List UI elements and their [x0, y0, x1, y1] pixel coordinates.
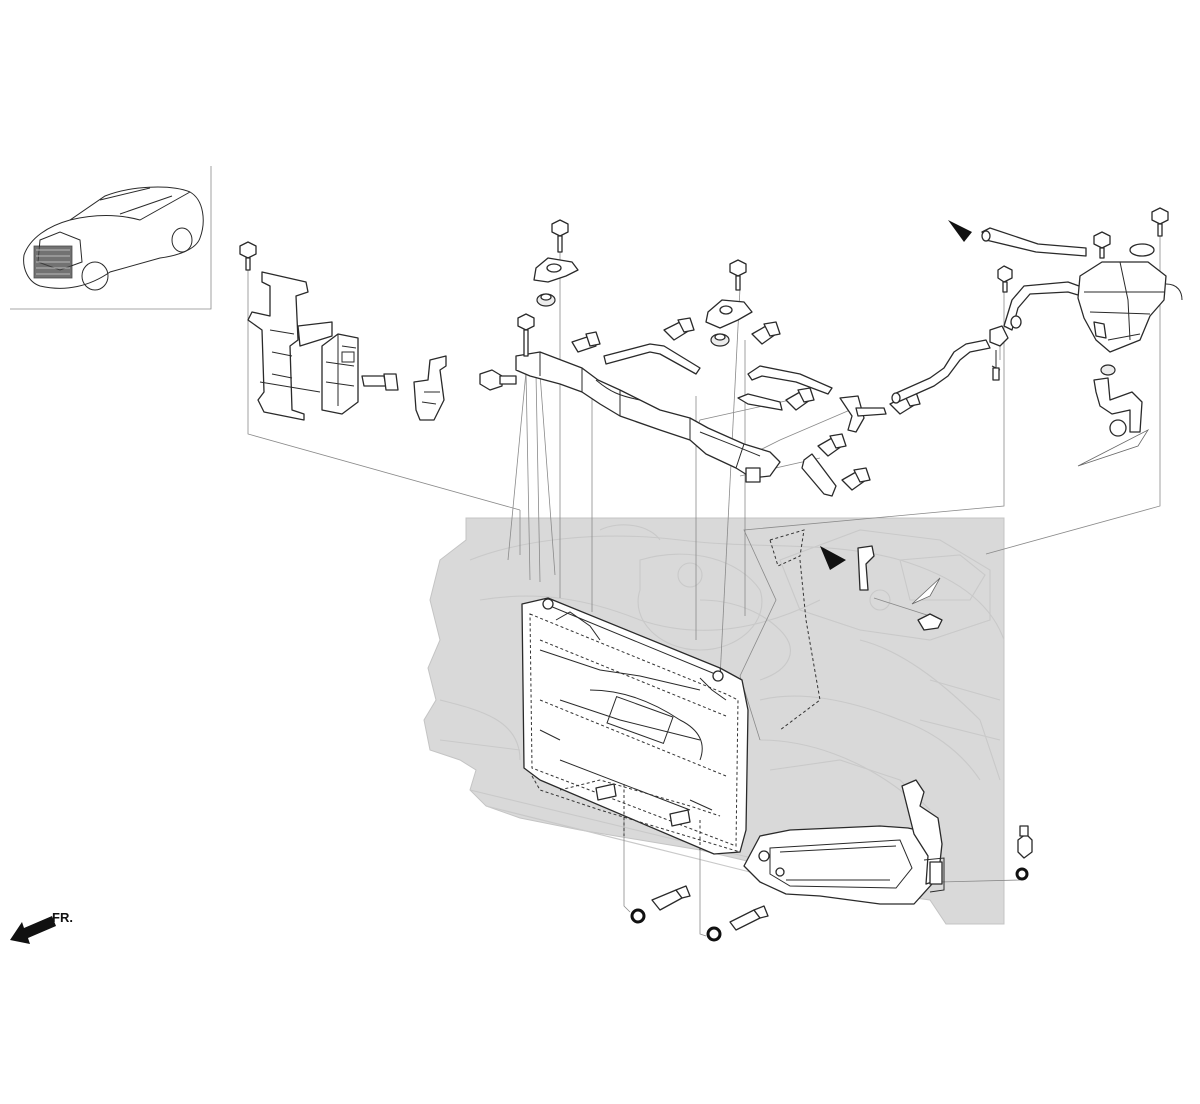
drain-plug-right	[706, 905, 769, 942]
arrow-left-down-icon	[10, 916, 56, 944]
lower-air-guide	[743, 779, 945, 905]
bolt-support-vertical	[517, 313, 535, 357]
electronic-control-module	[321, 333, 359, 415]
flow-arrow-top	[948, 220, 972, 242]
left-side-bracket	[247, 271, 333, 421]
reservoir-cap-bolt	[1093, 231, 1111, 259]
drain-plug-left	[630, 885, 691, 924]
upper-mount-bracket-right	[705, 259, 753, 347]
flow-arrow-outline-bay	[911, 577, 941, 605]
overflow-hose	[981, 227, 1087, 257]
flow-arrow-outline-right	[1077, 428, 1150, 467]
sensor-plug-right	[1015, 825, 1033, 881]
reservoir-bracket	[1093, 364, 1143, 437]
bypass-pipe-lower	[737, 365, 833, 411]
bolt-support-left	[479, 369, 517, 391]
bolt-small-4	[785, 387, 815, 411]
coolant-reservoir-tank	[1077, 243, 1183, 353]
bolt-small-6	[817, 433, 847, 457]
bypass-pipe-upper	[603, 343, 701, 375]
bolt-small-7	[841, 467, 871, 491]
radiator-upper-support	[515, 351, 781, 483]
bolt-left-top	[239, 241, 257, 271]
bolt-small-2	[663, 317, 695, 341]
radiator-core	[521, 597, 749, 855]
front-direction-label: FR.	[52, 910, 73, 925]
bolt-left-mid	[361, 373, 399, 391]
bracket-arm	[801, 453, 837, 497]
radiator-dashed-outline	[531, 775, 741, 853]
hose-fitting-bay	[769, 529, 875, 731]
reservoir-bolt-right	[1151, 207, 1169, 237]
bolt-small-3	[751, 321, 781, 345]
car-outline	[23, 186, 204, 291]
upper-mount-bracket-left	[533, 219, 579, 307]
bolt-hose-top	[997, 265, 1013, 293]
hose-joint	[989, 325, 1009, 381]
hose-clamp-bracket	[839, 395, 887, 433]
clip-bracket	[413, 355, 447, 421]
plug-fitting-bay	[917, 613, 943, 631]
flow-arrow-bay	[820, 546, 846, 570]
bolt-small-1	[571, 331, 601, 353]
vehicle-locator-thumbnail	[10, 166, 212, 310]
front-direction-indicator: FR.	[10, 910, 73, 944]
